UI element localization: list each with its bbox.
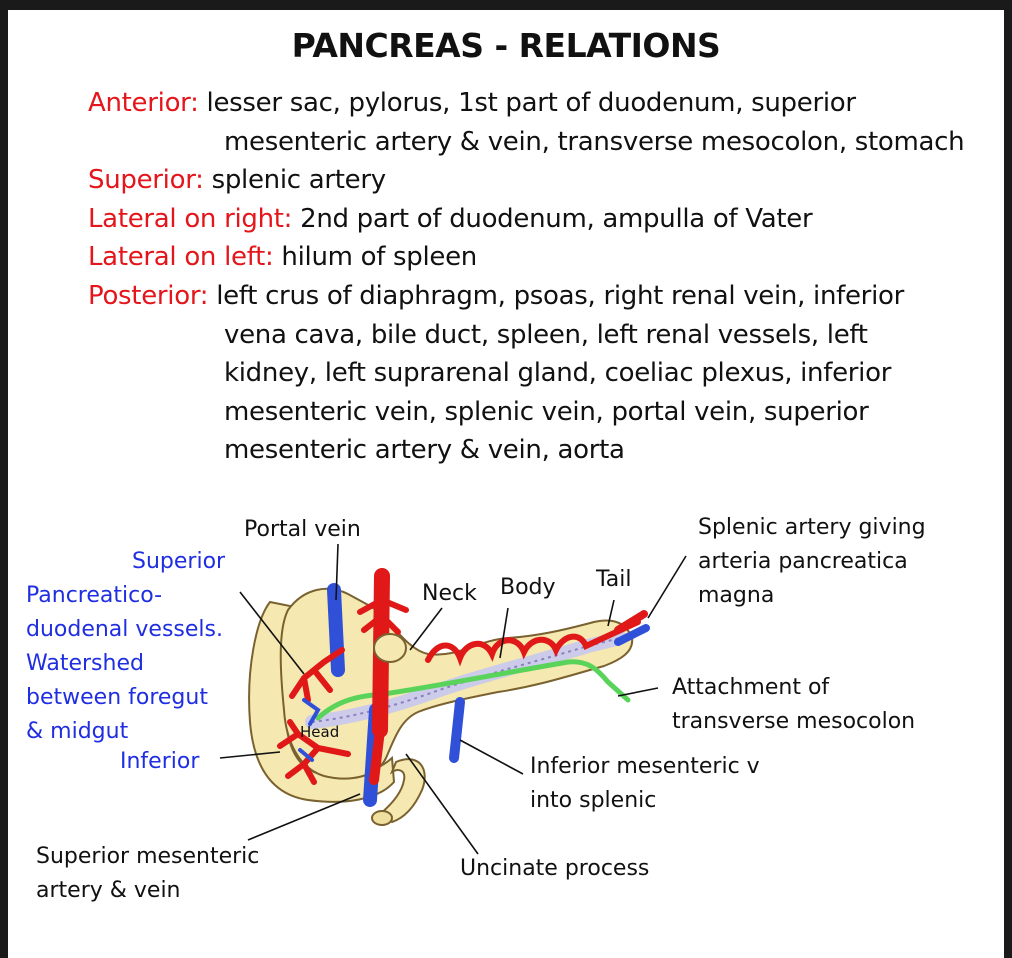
label-inferior-mesenteric-2: into splenic [530,788,656,813]
mesocolon-line [315,659,631,721]
label-sma-2: artery & vein [36,878,181,903]
label-splenic-artery-1: Splenic artery giving [698,515,926,540]
page-title: PANCREAS - RELATIONS [291,26,721,65]
relation-lateral-left: Lateral on left: hilum of spleen [88,238,998,277]
label-head: Head [300,723,339,741]
label-tail: Tail [595,567,632,592]
pancreas-diagram: Portal vein Neck Body Tail Head Splenic … [26,515,926,903]
label-superior: Superior [132,549,226,574]
relation-text: left crus of diaphragm, psoas, right ren… [216,281,904,311]
label-attachment-2: transverse mesocolon [672,709,915,734]
inferior-pancreaticoduodenal-vessels [277,719,351,785]
label-neck: Neck [422,581,477,606]
relation-key: Superior: [88,165,204,195]
label-pd-vessels-2: duodenal vessels. [26,617,223,642]
leader-lines [219,543,687,855]
label-portal-vein: Portal vein [244,517,361,542]
diagram-panel: PANCREAS - RELATIONS Anterior: lesser sa… [8,10,1004,958]
coeliac-branches [357,597,409,635]
relation-key: Anterior: [88,88,199,118]
relation-text: mesenteric artery & vein, aorta [224,435,625,466]
label-uncinate-process: Uncinate process [460,856,649,881]
label-splenic-artery-3: magna [698,583,774,608]
relation-text: 2nd part of duodenum, ampulla of Vater [300,204,813,234]
label-pd-vessels-4: between foregut [26,685,208,710]
jejunum-end [371,810,393,826]
label-pd-vessels-1: Pancreatico- [26,583,162,608]
relation-key: Lateral on left: [88,242,274,272]
label-attachment-1: Attachment of [672,675,830,700]
superior-mesenteric-artery [369,725,385,785]
relation-text: splenic artery [211,165,387,195]
relation-posterior: Posterior: left crus of diaphragm, psoas… [88,277,998,470]
label-inferior: Inferior [120,749,200,774]
pancreatic-duct-dots [311,637,621,723]
splenic-vein-end [614,624,650,646]
splenic-artery [425,619,641,667]
label-splenic-artery-2: arteria pancreatica [698,549,908,574]
relation-superior: Superior: splenic artery [88,161,998,200]
label-sma-1: Superior mesenteric [36,844,259,869]
relation-text: lesser sac, pylorus, 1st part of duodenu… [206,88,857,118]
relation-text: mesenteric artery & vein, transverse mes… [224,126,965,157]
relation-anterior: Anterior: lesser sac, pylorus, 1st part … [88,84,998,161]
inferior-mesenteric-vein [449,697,465,763]
pancreaticoduodenal-veins [298,698,321,762]
neck-cross-section [373,633,407,663]
label-inferior-mesenteric-1: Inferior mesenteric v [530,754,760,779]
label-pd-vessels-5: & midgut [26,719,129,744]
relation-text: hilum of spleen [281,242,477,272]
relation-key: Lateral on right: [88,204,293,234]
relation-text: vena cava, bile duct, spleen, left renal… [224,319,868,350]
superior-pancreaticoduodenal-vessels [289,647,345,703]
label-pd-vessels-3: Watershed [26,651,144,676]
relation-text: mesenteric vein, splenic vein, portal ve… [224,396,869,427]
relation-key: Posterior: [88,281,209,311]
relation-text: kidney, left suprarenal gland, coeliac p… [224,358,892,389]
relation-lateral-right: Lateral on right: 2nd part of duodenum, … [88,200,998,239]
splenic-artery-end [614,610,648,634]
label-body: Body [500,575,556,600]
